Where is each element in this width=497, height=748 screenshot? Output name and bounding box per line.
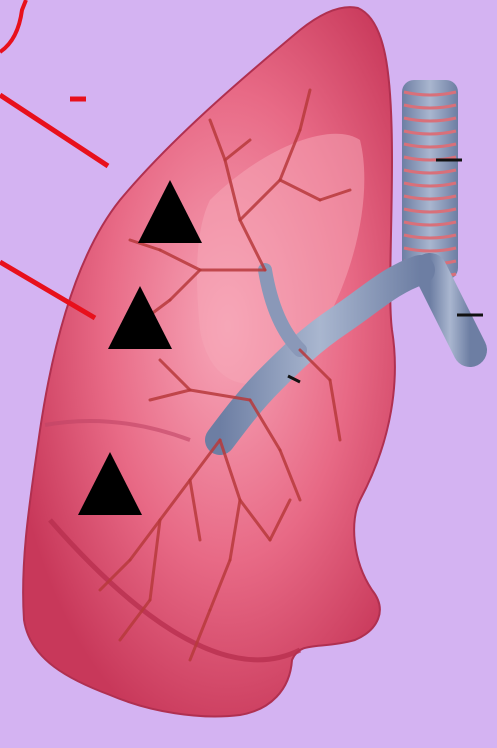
trachea <box>402 80 458 280</box>
